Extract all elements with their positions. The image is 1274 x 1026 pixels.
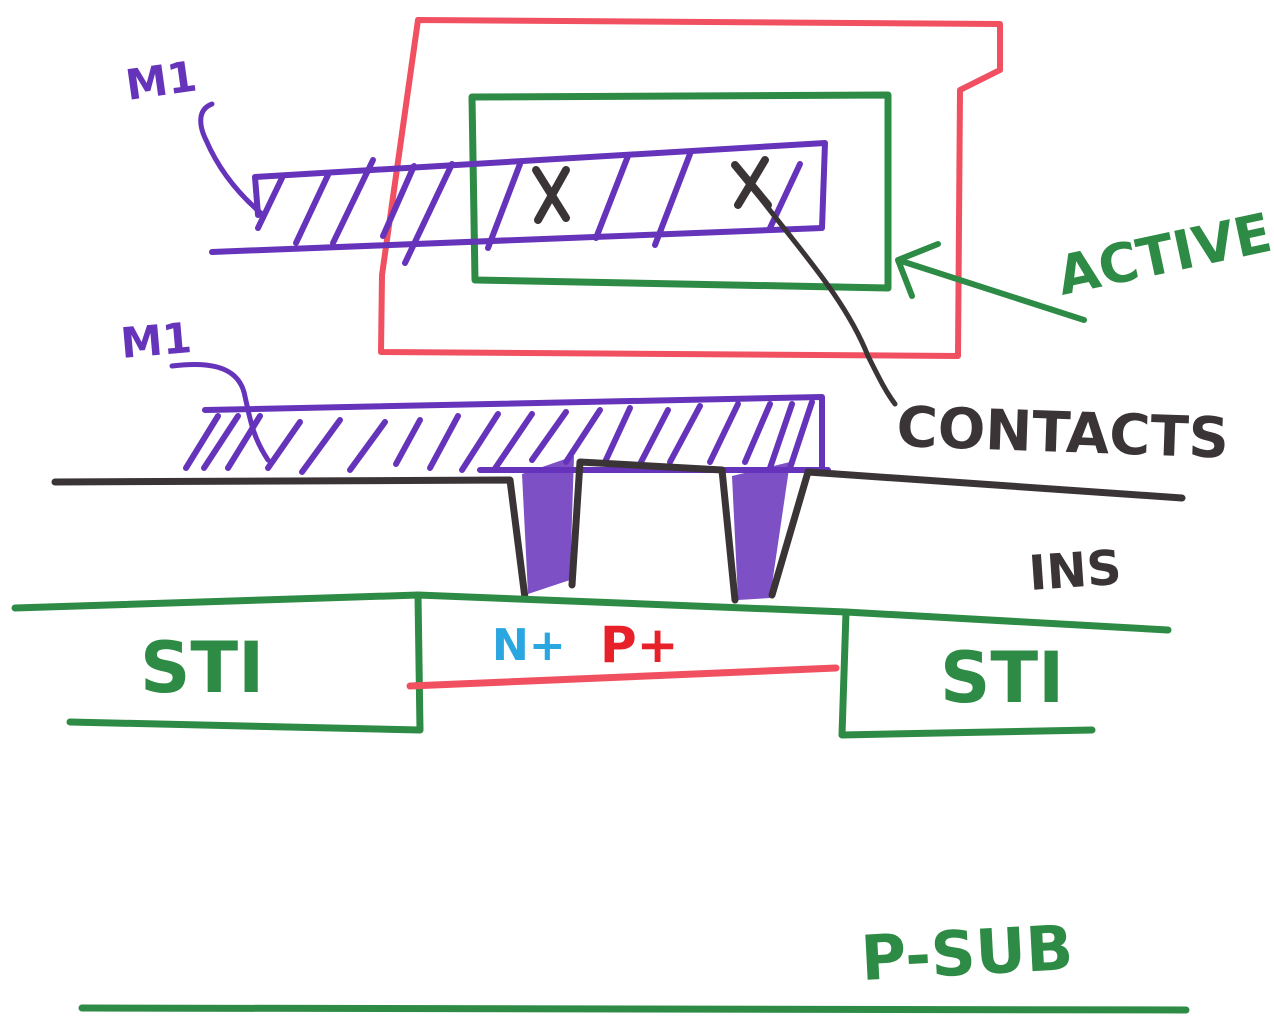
- contacts-label: CONTACTS: [896, 395, 1230, 472]
- m1-hatching-cross-section: [183, 399, 815, 475]
- m1-hatching-top: [255, 151, 803, 266]
- sti-boundary: [11, 591, 1172, 739]
- sti-label-left: STI: [140, 627, 264, 709]
- contact-fill-left: [522, 456, 574, 594]
- implant-outline: [378, 17, 1003, 359]
- active-label: ACTIVE: [1052, 201, 1274, 308]
- contact-mark-1: [532, 166, 570, 224]
- substrate-bottom-line: [78, 1004, 1190, 1014]
- diffusion-junction: [406, 664, 840, 690]
- m1-label-cross-section: M1: [119, 313, 194, 368]
- m1-strip-top-view: [209, 140, 828, 255]
- contact-fill-right: [732, 462, 790, 600]
- active-region-outline: [468, 91, 892, 292]
- substrate-label: P-SUB: [859, 911, 1075, 995]
- contacts-leader: [759, 197, 898, 407]
- m1-leader-cross-section: [169, 361, 271, 463]
- insulator-label: INS: [1027, 540, 1123, 602]
- insulator-surface: [51, 458, 1186, 604]
- p-plus-label: P+: [600, 616, 679, 674]
- active-arrow: [895, 241, 1087, 323]
- sti-label-right: STI: [940, 637, 1064, 719]
- m1-label-top: M1: [123, 51, 200, 109]
- m1-leader-top: [198, 101, 265, 217]
- n-plus-label: N+: [492, 620, 566, 671]
